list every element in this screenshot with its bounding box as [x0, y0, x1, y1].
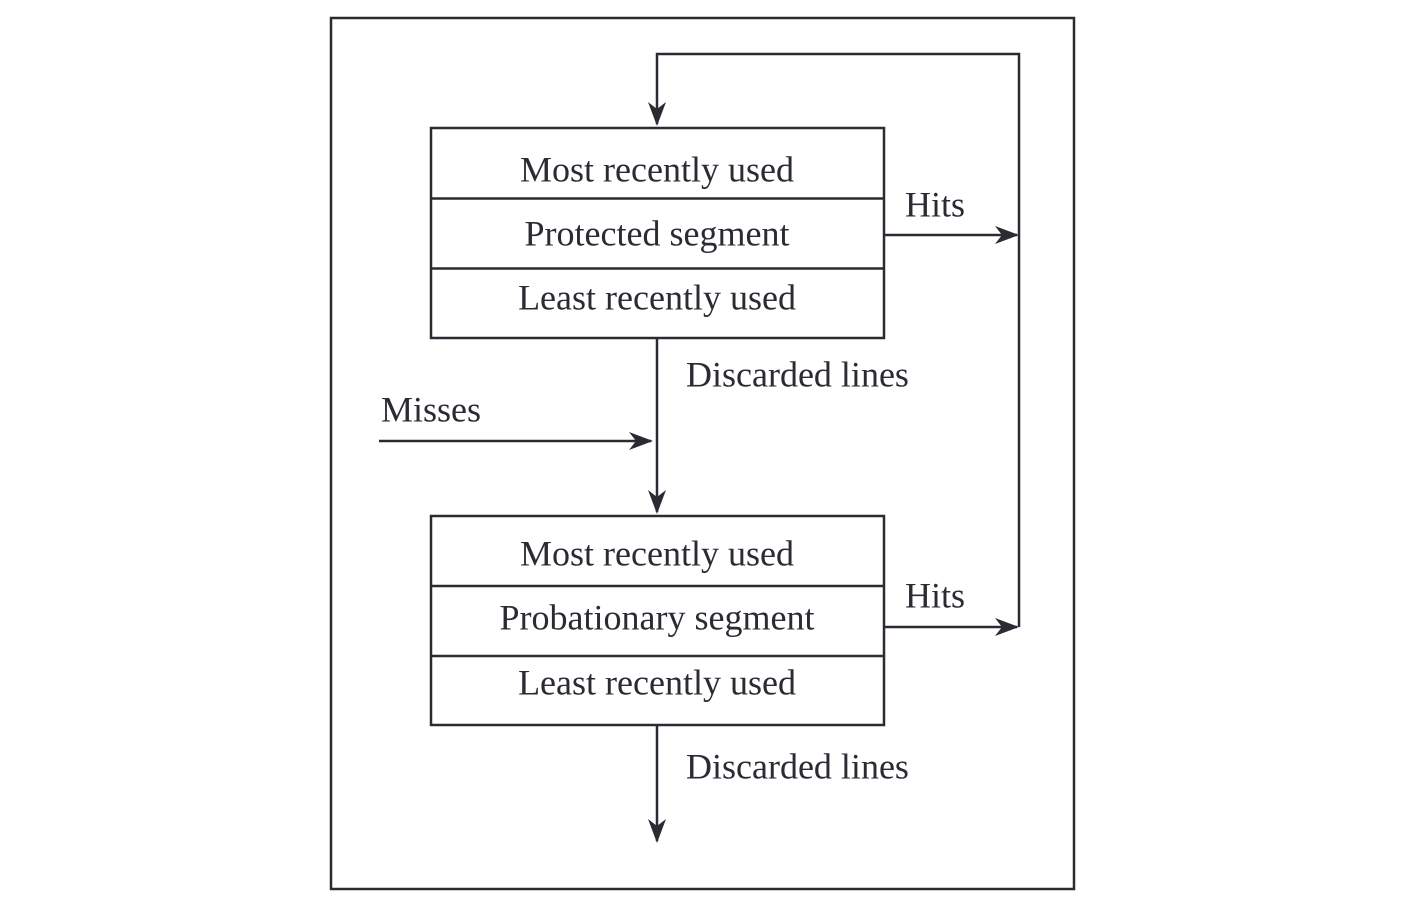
misses-label: Misses	[381, 389, 481, 429]
probationary-mru-label: Most recently used	[520, 533, 794, 573]
protected-segment-label: Protected segment	[525, 213, 790, 253]
protected-hits-label: Hits	[905, 184, 965, 224]
protected-lru-label: Least recently used	[518, 277, 796, 317]
outer-frame	[329, 16, 1076, 891]
feedback-loop-line	[648, 52, 1021, 627]
probationary-segment-label: Probationary segment	[500, 597, 815, 637]
probationary-hits-label: Hits	[905, 575, 965, 615]
protected-mru-label: Most recently used	[520, 149, 794, 189]
protected-discard-label: Discarded lines	[686, 354, 909, 394]
probationary-lru-label: Least recently used	[518, 662, 796, 702]
protected-segment-block: Most recently used Protected segment Lea…	[429, 126, 886, 340]
probationary-segment-block: Most recently used Probationary segment …	[429, 514, 886, 727]
probationary-discard-label: Discarded lines	[686, 746, 909, 786]
